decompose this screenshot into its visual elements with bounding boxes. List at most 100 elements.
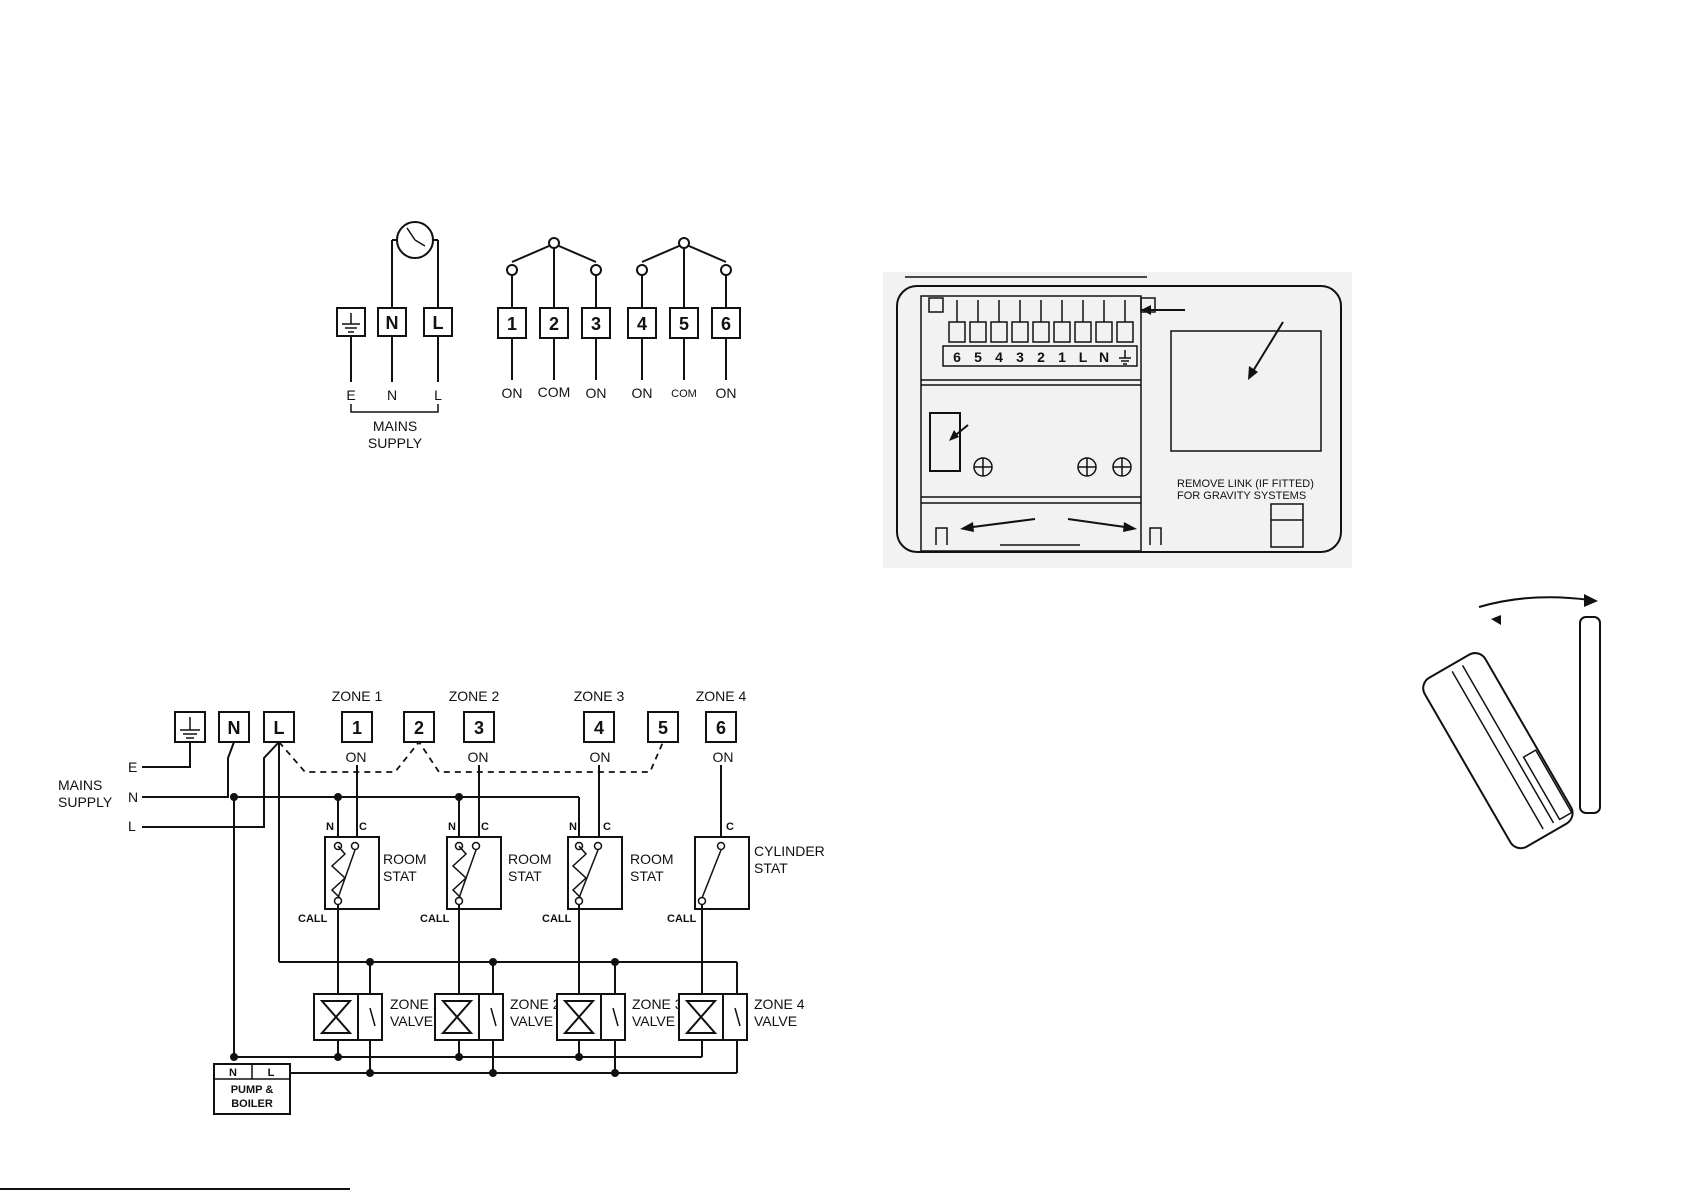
zone-heading-4: ZONE 4 <box>696 688 747 704</box>
zone-valve-4: ZONE 4 VALVE <box>678 993 805 1041</box>
wiring-mains-line2: SUPPLY <box>58 794 113 810</box>
on-label-1: ON <box>346 749 367 765</box>
supply-letter-n: N <box>128 789 138 805</box>
wall-plate <box>1579 616 1601 814</box>
link-note-line1: REMOVE LINK (IF FITTED) <box>1177 478 1314 490</box>
wiring-terminal-3: 3 <box>474 718 484 738</box>
stat-label-1a: ROOM <box>383 851 427 867</box>
strip-label-5: 5 <box>974 349 982 365</box>
room-stat-1: N C ROOM STAT CALL <box>298 821 427 925</box>
power-label-e: E <box>346 387 355 403</box>
wiring-terminal-n: N <box>228 718 241 738</box>
room-stat-2: N C ROOM STAT CALL <box>420 821 552 925</box>
stat-n-label: N <box>326 821 334 833</box>
valve-label-1a: ZONE 1 <box>390 996 441 1012</box>
on-label-2: ON <box>468 749 489 765</box>
valve-label-3a: ZONE 3 <box>632 996 683 1012</box>
channel-label-4: ON <box>632 385 653 401</box>
wiring-mains-line1: MAINS <box>58 777 102 793</box>
call-label-1: CALL <box>298 913 328 925</box>
call-label-2: CALL <box>420 913 450 925</box>
valve-label-2b: VALVE <box>510 1013 553 1029</box>
stat-label-3b: STAT <box>630 868 664 884</box>
call-label-3: CALL <box>542 913 572 925</box>
cylinder-stat: C CYLINDER STAT CALL <box>667 821 825 925</box>
stat-label-3a: ROOM <box>630 851 674 867</box>
wiring-terminal-4: 4 <box>594 718 604 738</box>
channel-label-6: ON <box>716 385 737 401</box>
backplate-drawing: 6 5 4 3 2 1 L N <box>883 272 1352 568</box>
wiring-diagram: ZONE 1 ZONE 2 ZONE 3 ZONE 4 N L 1 2 3 4 … <box>58 688 825 1115</box>
on-label-3: ON <box>590 749 611 765</box>
mains-supply-line1: MAINS <box>373 418 417 434</box>
unit-body <box>1422 652 1574 850</box>
stat-c-label: C <box>359 821 367 833</box>
valve-label-3b: VALVE <box>632 1013 675 1029</box>
boiler-n-label: N <box>229 1067 237 1079</box>
link-slot <box>929 412 961 472</box>
power-label-l: L <box>434 387 442 403</box>
stat-label-1b: STAT <box>383 868 417 884</box>
wiring-terminal-6: 6 <box>716 718 726 738</box>
terminal-n <box>377 307 407 337</box>
stat-c-label: C <box>481 821 489 833</box>
channel-terminal-2: 2 <box>549 314 559 334</box>
zone-valve-3: ZONE 3 VALVE <box>556 993 683 1041</box>
terminal-screws <box>948 300 1134 343</box>
valve-label-1b: VALVE <box>390 1013 433 1029</box>
terminal-l <box>423 307 453 337</box>
zone-heading-1: ZONE 1 <box>332 688 383 704</box>
valve-label-4a: ZONE 4 <box>754 996 805 1012</box>
strip-label-n: N <box>1099 349 1109 365</box>
terminal-l-label: L <box>433 313 444 333</box>
zone-valve-2: ZONE 2 VALVE <box>434 993 561 1041</box>
wiring-terminal-1: 1 <box>352 718 362 738</box>
channel-terminal-3: 3 <box>591 314 601 334</box>
strip-earth-icon <box>1119 350 1131 365</box>
zone-heading-3: ZONE 3 <box>574 688 625 704</box>
strip-label-l: L <box>1079 349 1088 365</box>
boiler-label-line1: PUMP & <box>231 1084 274 1096</box>
zone-heading-2: ZONE 2 <box>449 688 500 704</box>
pump-boiler: N L PUMP & BOILER <box>213 1063 291 1115</box>
stat-label-2a: ROOM <box>508 851 552 867</box>
mounting-side-view <box>1422 594 1601 850</box>
stat-n-label: N <box>569 821 577 833</box>
link-note-line2: FOR GRAVITY SYSTEMS <box>1177 490 1306 502</box>
terminal-strip <box>942 345 1138 367</box>
terminal-n-label: N <box>386 313 399 333</box>
stat-c-label: C <box>726 821 734 833</box>
channel-terminal-1: 1 <box>507 314 517 334</box>
wiring-terminal-l: L <box>274 718 285 738</box>
label-panel <box>1170 330 1322 452</box>
supply-letter-e: E <box>128 759 137 775</box>
strip-label-4: 4 <box>995 349 1003 365</box>
terminal-diagram: N L E N L MAINS SUPPLY 1 <box>336 221 741 451</box>
stat-n-label: N <box>448 821 456 833</box>
channel-terminal-6: 6 <box>721 314 731 334</box>
strip-label-2: 2 <box>1037 349 1045 365</box>
valve-label-2a: ZONE 2 <box>510 996 561 1012</box>
supply-letter-l: L <box>128 818 136 834</box>
power-label-n: N <box>387 387 397 403</box>
stat-label-4a: CYLINDER <box>754 843 825 859</box>
mains-bracket <box>350 404 439 413</box>
channel-terminal-4: 4 <box>637 314 647 334</box>
strip-label-3: 3 <box>1016 349 1024 365</box>
strip-label-6: 6 <box>953 349 961 365</box>
rotation-arc <box>1478 596 1591 608</box>
channel-terminal-5: 5 <box>679 314 689 334</box>
channel-label-1: ON <box>502 385 523 401</box>
strip-label-1: 1 <box>1058 349 1066 365</box>
zone-valve-1: ZONE 1 VALVE <box>313 993 441 1041</box>
gravity-link <box>1270 503 1304 548</box>
stat-label-2b: STAT <box>508 868 542 884</box>
stat-c-label: C <box>603 821 611 833</box>
wiring-terminal-5: 5 <box>658 718 668 738</box>
internal-links <box>278 740 664 773</box>
wiring-terminal-2: 2 <box>414 718 424 738</box>
channel-label-5: COM <box>671 388 697 400</box>
on-label-4: ON <box>713 749 734 765</box>
